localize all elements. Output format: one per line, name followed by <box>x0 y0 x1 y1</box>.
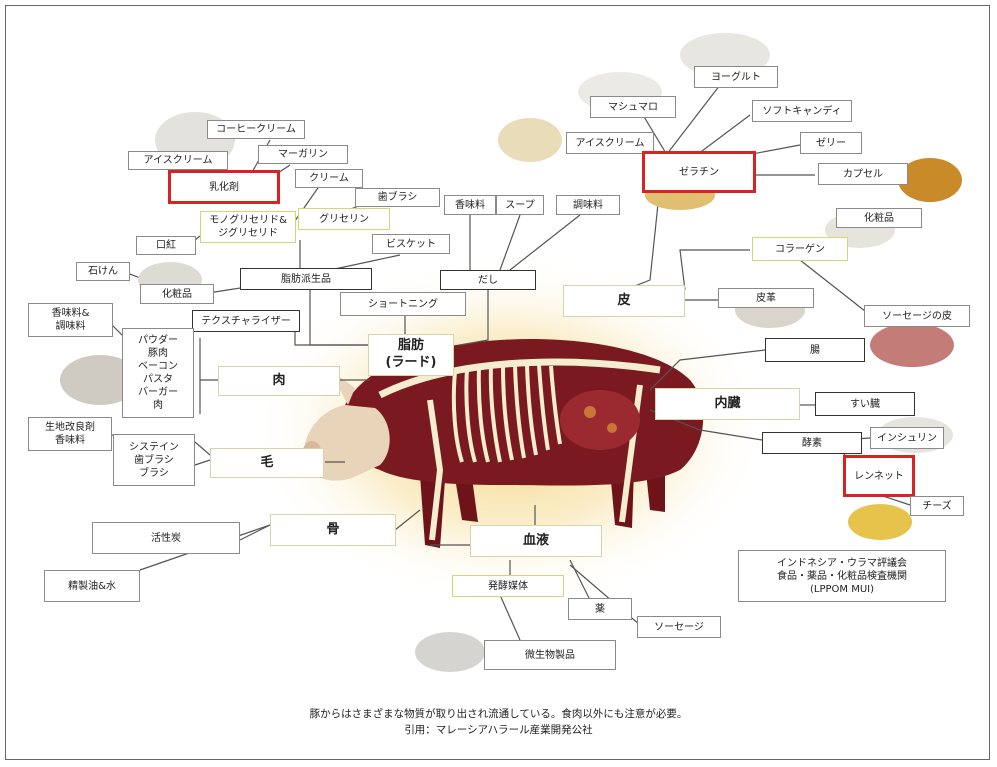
node-cream: クリーム <box>295 169 363 188</box>
node-shortening: ショートニング <box>340 292 466 316</box>
pig-organ-dot <box>584 406 596 418</box>
node-coffee-cream: コーヒークリーム <box>207 120 305 139</box>
node-soup: スープ <box>496 195 544 215</box>
thumbnail-capsule <box>898 158 962 202</box>
node-condiment: 調味料 <box>556 195 620 215</box>
node-icecream-left: アイスクリーム <box>128 151 228 170</box>
node-intestine: 腸 <box>765 338 865 362</box>
node-activated-carbon: 活性炭 <box>92 522 240 554</box>
node-biscuit: ビスケット <box>372 234 450 254</box>
node-cosmetics-right: 化粧品 <box>836 208 922 228</box>
thumbnail-icecream <box>498 118 562 162</box>
node-spice-left: 香味料& 調味料 <box>28 303 113 337</box>
node-yogurt: ヨーグルト <box>694 66 778 88</box>
node-glycerin: グリセリン <box>298 208 390 230</box>
pig-organ-dot <box>607 423 617 433</box>
node-sausage: ソーセージ <box>637 616 721 638</box>
node-lipstick: 口紅 <box>136 236 196 255</box>
node-fat-derivative: 脂肪派生品 <box>240 268 372 290</box>
node-collagen: コラーゲン <box>752 237 848 261</box>
caption-line-2: 引用：マレーシアハラール産業開発公社 <box>404 724 593 736</box>
node-jelly: ゼリー <box>800 132 862 154</box>
thumbnail-cheese <box>848 504 912 540</box>
node-toothpaste-top: 歯ブラシ <box>355 188 440 207</box>
node-cystine: システイン 歯ブラシ ブラシ <box>113 434 195 486</box>
connector-lines <box>111 84 911 641</box>
node-refined-oil: 精製油&水 <box>44 570 140 602</box>
node-microbial: 微生物製品 <box>484 640 616 670</box>
node-organs: 内臓 <box>655 388 800 420</box>
thumbnail-meat <box>60 355 140 405</box>
node-gelatin: ゼラチン <box>642 151 756 193</box>
node-insulin: インシュリン <box>870 427 944 449</box>
node-soap: 石けん <box>76 262 130 281</box>
node-cosmetics-left: 化粧品 <box>140 284 214 304</box>
node-icecream-top: アイスクリーム <box>566 132 654 154</box>
node-capsule: カプセル <box>818 163 908 185</box>
pig-bone-front <box>427 399 444 541</box>
node-seasoning-top: 香味料 <box>444 195 496 215</box>
node-leather: 皮革 <box>718 288 814 308</box>
node-hair: 毛 <box>210 448 324 478</box>
pig-ribs <box>451 364 562 463</box>
node-meat: 肉 <box>218 366 340 396</box>
node-ferment-medium: 発酵媒体 <box>452 575 564 597</box>
node-emulsifier: 乳化剤 <box>168 170 280 204</box>
thumbnail-microbial <box>415 632 485 672</box>
node-texturizer: テクスチャライザー <box>192 310 300 332</box>
node-rennet: レンネット <box>843 455 915 497</box>
node-dough-improver: 生地改良剤 香味料 <box>28 417 112 451</box>
node-soft-candy: ソフトキャンディ <box>752 100 852 122</box>
node-sausage-casing: ソーセージの皮 <box>864 305 970 327</box>
pig-leg-front-2 <box>455 478 478 522</box>
node-enzyme: 酵素 <box>762 432 862 454</box>
node-pancreas: すい臓 <box>815 392 915 416</box>
caption-line-1: 豚からはさまざまな物質が取り出され流通している。食肉以外にも注意が必要。 <box>309 708 688 720</box>
pig-organs <box>560 390 640 450</box>
pig-spine <box>378 358 661 399</box>
thumbnail-sausage <box>870 323 954 367</box>
node-fat-main: 脂肪 (ラード) <box>368 334 454 376</box>
node-medicine: 薬 <box>568 598 632 620</box>
node-skin: 皮 <box>563 285 685 317</box>
node-meat-products: パウダー 豚肉 ベーコン パスタ バーガー 肉 <box>122 328 194 418</box>
node-cheese: チーズ <box>910 496 964 516</box>
node-blood: 血液 <box>470 525 602 557</box>
node-margarine: マーガリン <box>258 145 348 164</box>
node-glycerides: モノグリセリド& ジグリセリド <box>200 211 296 243</box>
node-lppom: インドネシア・ウラマ評議会 食品・薬品・化粧品検査機関 (LPPOM MUI) <box>738 550 946 602</box>
node-marshmallow: マシュマロ <box>590 96 676 118</box>
node-bone: 骨 <box>270 514 396 546</box>
diagram-frame <box>5 5 990 760</box>
node-dashi: だし <box>440 270 536 290</box>
